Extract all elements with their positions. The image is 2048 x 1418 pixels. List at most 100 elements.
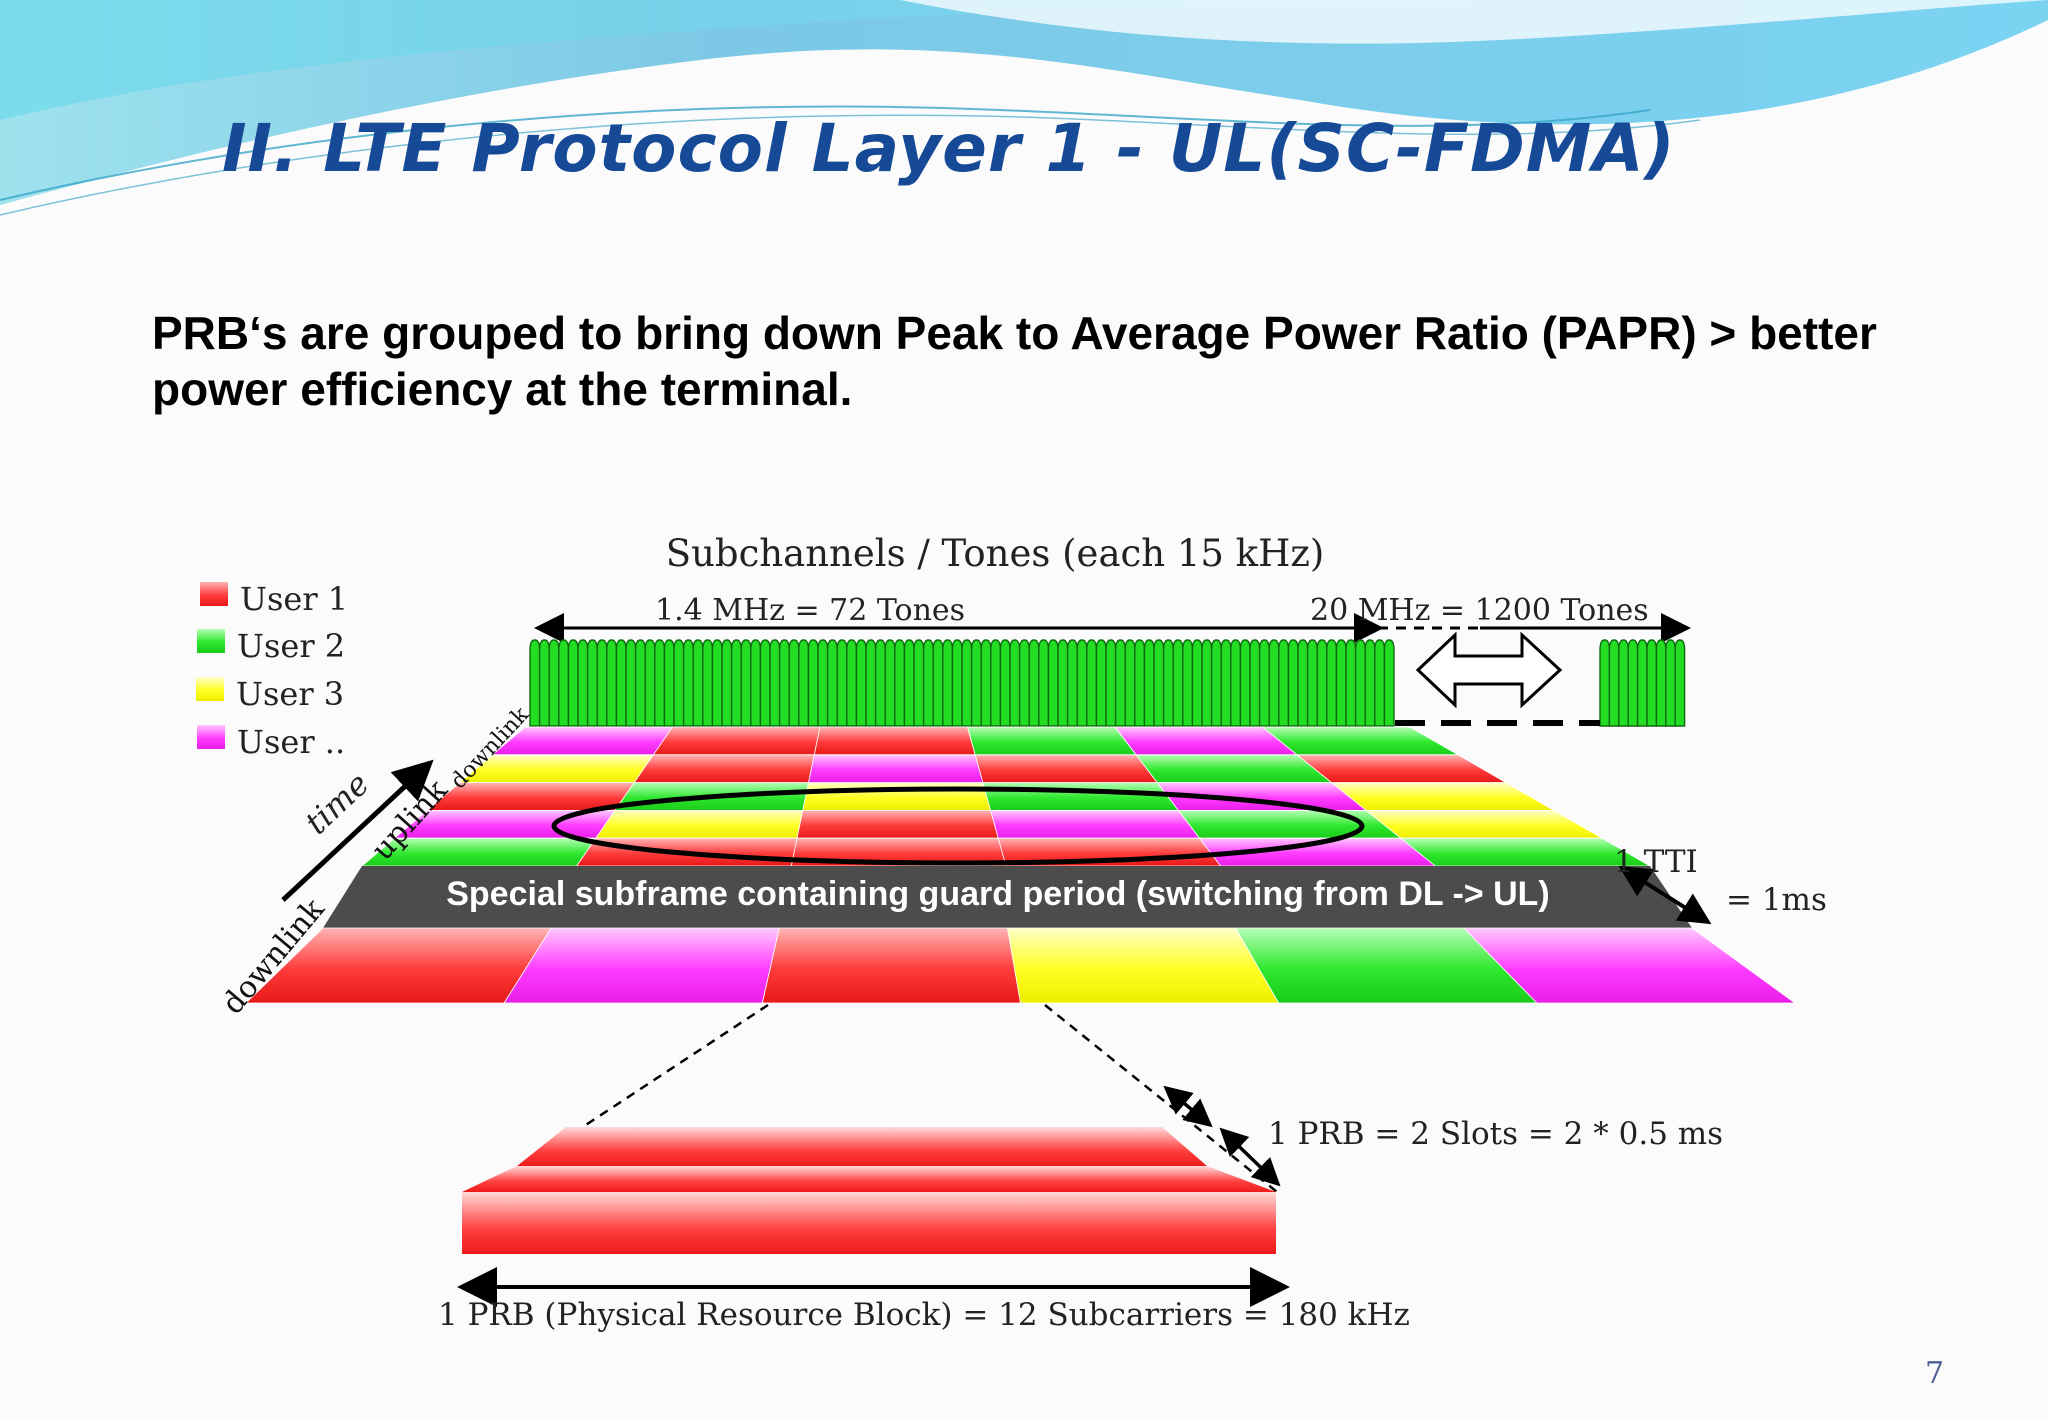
tone-subcarrier [1618, 639, 1629, 727]
tone-subcarrier [654, 639, 666, 727]
tone-subcarrier [1047, 639, 1059, 727]
bottom-cell-user-more [503, 927, 780, 1004]
tone-subcarrier [1326, 639, 1338, 727]
special-subframe-band [323, 866, 1692, 928]
tone-subcarrier [1124, 639, 1136, 727]
tone-subcarrier [721, 639, 733, 727]
slot-arrow-1 [1163, 1085, 1213, 1128]
tone-subcarrier [625, 639, 637, 727]
tone-subcarrier [1210, 639, 1222, 727]
tone-subcarrier [1239, 639, 1251, 727]
tone-subcarrier [1028, 639, 1040, 727]
tone-subcarrier [1655, 639, 1667, 727]
prb-slot-top [517, 1127, 1207, 1166]
tone-subcarrier [1143, 639, 1155, 727]
tone-subcarrier [1636, 639, 1648, 727]
tone-subcarrier [836, 639, 848, 727]
tone-subcarrier [778, 639, 790, 727]
tone-subcarrier [1057, 639, 1069, 727]
tone-subcarrier [730, 639, 742, 727]
tone-subcarrier [894, 639, 906, 727]
tone-subcarrier [577, 639, 589, 727]
tone-comb-main [529, 639, 1395, 727]
tone-subcarrier [874, 639, 886, 727]
special-subframe-label: Special subframe containing guard period… [446, 875, 1550, 913]
tone-subcarrier [1278, 639, 1290, 727]
tone-subcarrier [1316, 639, 1328, 727]
tone-subcarrier [1599, 639, 1611, 727]
tone-subcarrier [788, 639, 800, 727]
tone-subcarrier [1018, 639, 1030, 727]
time-axis-label: time [298, 765, 377, 842]
tone-subcarrier [1009, 639, 1021, 727]
grid-cell-user2 [966, 726, 1137, 756]
page-number: 7 [1925, 1356, 1945, 1391]
tone-subcarrier [826, 639, 838, 727]
tone-subcarrier [1258, 639, 1270, 727]
legend-swatch-user3 [196, 677, 224, 701]
tone-subcarrier [634, 639, 646, 727]
grid-cell-user-more [808, 754, 984, 783]
tone-subcarrier [961, 639, 973, 727]
tone-subcarrier [1153, 639, 1165, 727]
legend-swatch-user-more [197, 725, 225, 749]
tone-subcarrier [846, 639, 858, 727]
tone-subcarrier [903, 639, 915, 727]
tti-value: = 1ms [1726, 882, 1827, 918]
grid-cell-user-more [990, 810, 1201, 839]
tone-subcarrier [1086, 639, 1098, 727]
tone-subcarrier [1665, 639, 1676, 727]
tone-subcarrier [1287, 639, 1299, 727]
tone-subcarrier [692, 639, 704, 727]
grid-cell-user1 [633, 754, 815, 783]
tone-subcarrier [942, 639, 954, 727]
tone-subcarrier [1297, 639, 1309, 727]
tone-subcarrier [567, 639, 579, 727]
tone-subcarrier [711, 639, 723, 727]
tone-subcarrier [1066, 639, 1078, 727]
tone-subcarrier [558, 639, 570, 727]
slide-title: II. LTE Protocol Layer 1 - UL(SC-FDMA) [222, 110, 1676, 187]
grid-cell-user1 [974, 754, 1159, 783]
tone-subcarrier [663, 639, 675, 727]
legend: User 1 User 2 User 3 User .. [196, 580, 348, 761]
grid-cell-user1 [796, 810, 999, 839]
tone-subcarrier [529, 639, 541, 727]
tone-subcarrier [750, 639, 762, 727]
zoom-line-left [565, 1003, 769, 1140]
tone-subcarrier [1674, 639, 1686, 727]
tone-subcarrier [1162, 639, 1174, 727]
prb-definition-label: 1 PRB (Physical Resource Block) = 12 Sub… [438, 1297, 1410, 1333]
grid-cell-user2 [982, 782, 1180, 811]
legend-label-user-more: User .. [237, 723, 345, 761]
tone-subcarrier [1364, 639, 1376, 727]
tone-subcarrier [1220, 639, 1232, 727]
subchannels-header: Subchannels / Tones (each 15 kHz) [666, 532, 1325, 575]
tone-subcarrier [1306, 639, 1318, 727]
tone-subcarrier [615, 639, 627, 727]
prb-front-face [462, 1192, 1276, 1254]
grid-cell-user3 [1330, 782, 1556, 811]
tone-subcarrier [1114, 639, 1126, 727]
tone-subcarrier [913, 639, 925, 727]
tone-subcarrier [865, 639, 877, 727]
grid-cell-user3 [1365, 810, 1604, 839]
tone-subcarrier [759, 639, 771, 727]
tone-subcarrier [990, 639, 1002, 727]
tone-subcarrier [769, 639, 781, 727]
slot-arrow-2 [1219, 1127, 1281, 1187]
slide-subtitle: PRB‘s are grouped to bring down Peak to … [152, 307, 1877, 415]
tone-subcarrier [1268, 639, 1280, 727]
tone-subcarrier [1134, 639, 1146, 727]
prb-slots-label: 1 PRB = 2 Slots = 2 * 0.5 ms [1268, 1116, 1723, 1152]
tone-subcarrier [1105, 639, 1117, 727]
tone-subcarrier [817, 639, 829, 727]
tone-subcarrier [1182, 639, 1194, 727]
downlink-row-bottom [245, 927, 1797, 1004]
tone-subcarrier [1076, 639, 1088, 727]
tone-subcarrier [548, 639, 560, 727]
grid-cell-user1 [813, 726, 976, 756]
bandwidth-extension-icon [1415, 631, 1563, 709]
tone-subcarrier [1374, 639, 1386, 727]
